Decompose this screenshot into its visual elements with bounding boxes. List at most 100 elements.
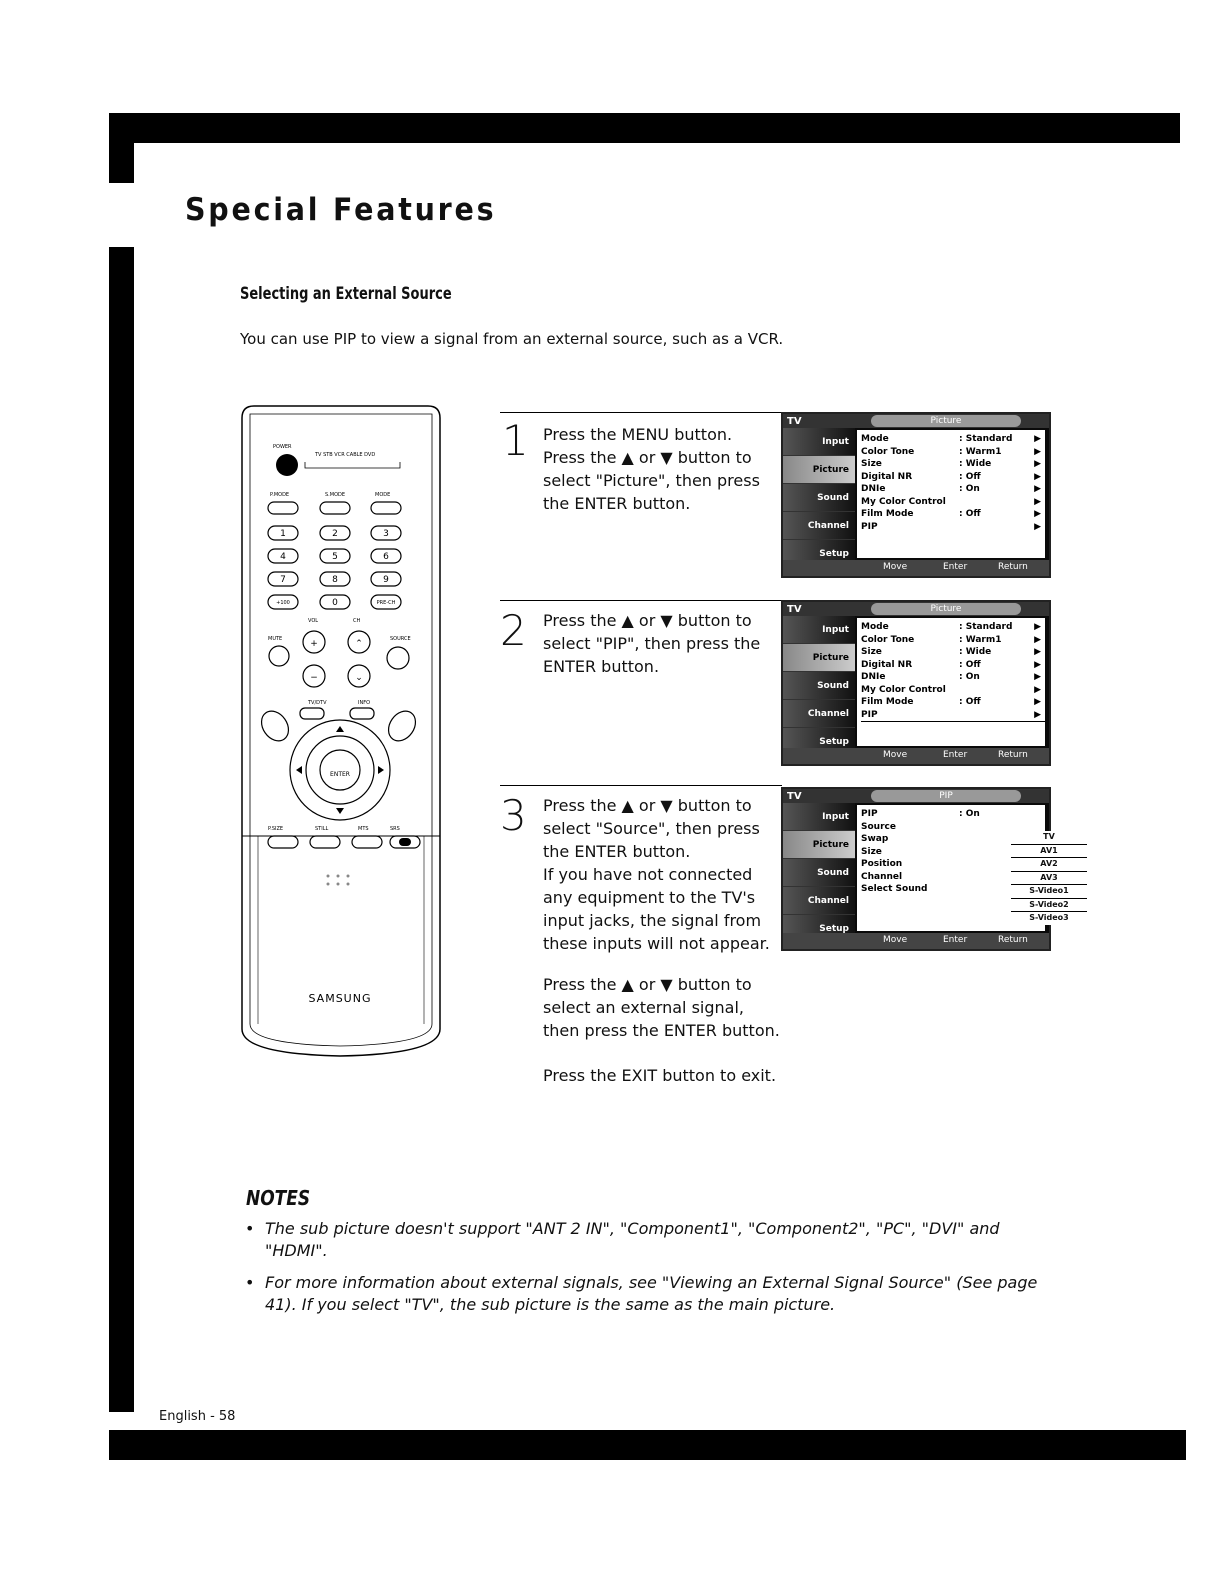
tv-row: Film Mode: Off▶ (861, 696, 1045, 709)
tv-row: Source (861, 821, 1045, 834)
power-button-icon (276, 454, 298, 476)
row-value: : Standard (959, 434, 1013, 444)
digit-5: 5 (332, 552, 338, 562)
footer-move: Move (883, 750, 908, 760)
step-2-paragraph: Press the ▲ or ▼ button to select "PIP",… (543, 611, 761, 676)
arrow-right-icon: ▶ (1034, 697, 1041, 707)
tv-row: DNIe: On▶ (861, 671, 1045, 684)
note-text: For more information about external sign… (265, 1273, 1038, 1314)
tv-sidebar-item-input: Input (783, 803, 855, 831)
tv-menu-panel: Mode: Standard▶ Color Tone: Warm1▶ Size:… (857, 430, 1045, 558)
source-label: SOURCE (390, 636, 411, 642)
left-decor-bar (109, 247, 134, 1412)
row-label: Swap (861, 834, 889, 844)
row-label: My Color Control (861, 496, 946, 507)
step-2-rule (500, 600, 782, 601)
tv-tab: TV (787, 791, 802, 802)
row-label: Channel (861, 871, 903, 882)
arrow-right-icon: ▶ (1034, 521, 1041, 532)
row-value (959, 709, 1029, 722)
tv-sidebar-item-channel: Channel (783, 887, 855, 915)
source-option: AV3 (1011, 872, 1087, 885)
footer-enter: Enter (943, 562, 968, 572)
footer-enter: Enter (943, 935, 968, 945)
row-label: Digital NR (861, 471, 913, 482)
row-label: Digital NR (861, 659, 913, 670)
tv-footer: Move Enter Return (783, 560, 1049, 576)
arrow-right-icon: ▶ (1034, 484, 1041, 494)
tv-sidebar-item-sound: Sound (783, 672, 855, 700)
mts-label: MTS (358, 826, 369, 832)
digit-7: 7 (280, 575, 286, 585)
digit-1: 1 (280, 529, 286, 539)
row-value: : Off (959, 659, 981, 670)
row-label: Mode (861, 622, 889, 632)
source-options-list: TV AV1 AV2 AV3 S-Video1 S-Video2 S-Video… (1011, 831, 1087, 925)
source-option: S-Video3 (1029, 913, 1069, 922)
tv-menu-panel: Mode: Standard▶ Color Tone: Warm1▶ Size:… (857, 618, 1045, 746)
tv-row: Film Mode: Off▶ (861, 508, 1045, 521)
tv-sidebar-item-picture: Picture (783, 644, 855, 672)
tv-sidebar: Input Picture Sound Channel Setup (783, 803, 855, 943)
bullet-icon: • (245, 1273, 255, 1292)
footer-move: Move (883, 935, 908, 945)
arrow-right-icon: ▶ (1034, 434, 1041, 444)
tv-row: Color Tone : Warm1 ▶ (861, 634, 1045, 647)
tv-header: TV Picture (783, 414, 1049, 428)
digit-4: 4 (280, 552, 286, 562)
step-3-paragraph-2: Press the ▲ or ▼ button to select an ext… (543, 975, 780, 1040)
row-value: : Wide (959, 647, 992, 657)
footer-return: Return (998, 562, 1028, 572)
row-value: : Standard (959, 622, 1013, 632)
bottom-decor-bar (109, 1430, 1186, 1460)
still-label: STILL (315, 826, 328, 832)
row-value (959, 496, 1029, 509)
page-title: Special Features (185, 192, 497, 228)
tv-menu-title: Picture (871, 603, 1021, 615)
row-value: : Off (959, 471, 981, 482)
row-value: : On (959, 672, 980, 682)
digit-0: 0 (332, 598, 338, 608)
arrow-right-icon: ▶ (1034, 446, 1041, 457)
row-value (959, 521, 1029, 534)
row-value: : Off (959, 697, 981, 707)
tv-sidebar-item-input: Input (783, 616, 855, 644)
tv-row: DNIe: On▶ (861, 483, 1045, 496)
tv-footer: Move Enter Return (783, 748, 1049, 764)
tv-footer: Move Enter Return (783, 933, 1049, 949)
row-value: : Warm1 (959, 634, 1002, 645)
mode-label: TV STB VCR CABLE DVD (314, 452, 375, 458)
row-value: : Off (959, 509, 981, 519)
arrow-right-icon: ▶ (1034, 509, 1041, 519)
remote-control-illustration: POWER TV STB VCR CABLE DVD P.MODE S.MODE… (241, 405, 441, 1057)
mute-label: MUTE (268, 636, 282, 642)
arrow-right-icon: ▶ (1034, 659, 1041, 670)
svg-text:⌃: ⌃ (355, 639, 363, 649)
arrow-right-icon: ▶ (1034, 684, 1041, 695)
row-label: Size (861, 459, 882, 469)
tv-sidebar: Input Picture Sound Channel Setup (783, 616, 855, 756)
row-label: Color Tone (861, 634, 915, 645)
note-item: • For more information about external si… (245, 1272, 1045, 1316)
arrow-right-icon: ▶ (1034, 634, 1041, 645)
digit-prech: PRE-CH (377, 600, 396, 606)
tv-row: My Color Control ▶ (861, 684, 1045, 697)
tv-row: Digital NR: Off▶ (861, 471, 1045, 484)
power-label: POWER (273, 444, 292, 450)
psize-label: P.SIZE (268, 826, 283, 832)
info-label: INFO (358, 700, 370, 706)
tv-sidebar-item-picture: Picture (783, 831, 855, 859)
row-label: DNIe (861, 672, 886, 682)
remote-brand: SAMSUNG (309, 992, 372, 1005)
tv-header: TV Picture (783, 602, 1049, 616)
smode-label: S.MODE (325, 492, 345, 498)
left-decor-bar-top (109, 113, 134, 183)
step-2-number: 2 (500, 606, 527, 655)
row-label: DNIe (861, 484, 886, 494)
step-3-rule (500, 785, 782, 786)
row-label: My Color Control (861, 684, 946, 695)
tv-header: TV PIP (783, 789, 1049, 803)
step-3-number: 3 (500, 791, 527, 840)
source-option: AV2 (1011, 858, 1087, 872)
row-value: : Warm1 (959, 446, 1002, 457)
